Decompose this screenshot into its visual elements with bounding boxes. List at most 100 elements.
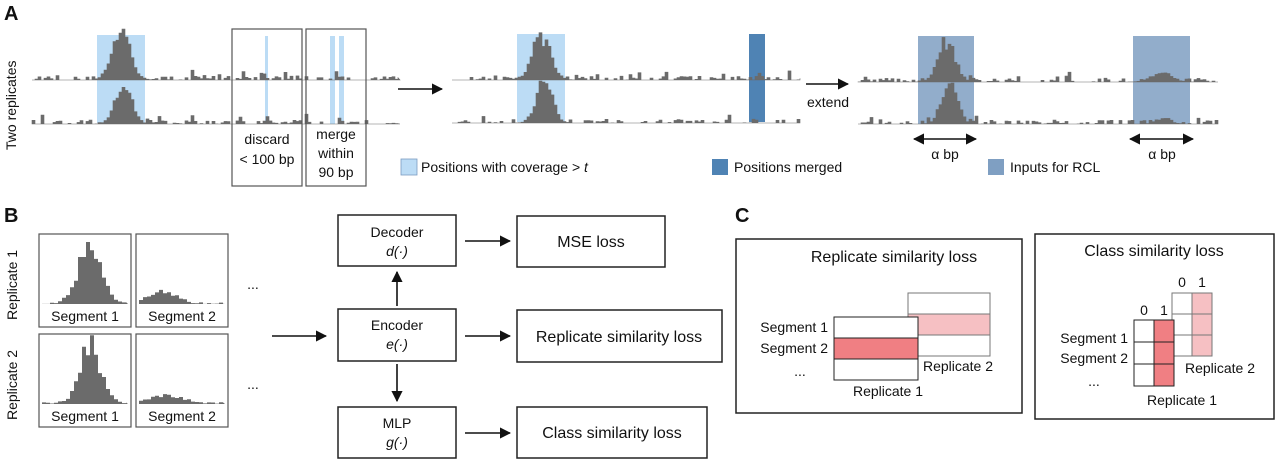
class-loss-label: Class similarity loss bbox=[542, 425, 682, 442]
class-box-row-1: Segment 1 bbox=[1060, 330, 1128, 346]
mse-loss-label: MSE loss bbox=[557, 234, 625, 251]
class-rep2-cell-1-1 bbox=[1191, 313, 1213, 336]
signal-track-1 bbox=[32, 28, 401, 81]
segment-histogram-2 bbox=[139, 289, 225, 304]
rep2-cell-2 bbox=[907, 313, 991, 336]
class-rep1-cell-0-1 bbox=[1153, 319, 1175, 343]
rep2-cell-1 bbox=[907, 292, 991, 315]
merge-label-2: within bbox=[317, 145, 354, 161]
rep1-segment1-label: Segment 1 bbox=[51, 308, 119, 324]
rep2-segment2-box bbox=[135, 333, 229, 428]
merge-label-1: merge bbox=[316, 126, 356, 142]
rep1-cell-3 bbox=[833, 358, 919, 381]
rep1-ellipsis: ... bbox=[247, 276, 259, 292]
class-rep1-cell-1-0 bbox=[1133, 341, 1155, 365]
discard-box bbox=[231, 28, 303, 187]
rep2-segment2-label: Segment 2 bbox=[148, 408, 216, 424]
replicate-1-label: Replicate 1 bbox=[4, 250, 20, 320]
class-rep2-col-1: 1 bbox=[1198, 274, 1206, 290]
legend-label-rcl: Inputs for RCL bbox=[1010, 159, 1100, 175]
extend-label: extend bbox=[807, 94, 849, 110]
legend-swatch-rcl bbox=[988, 159, 1004, 175]
rep-box-row-2: Segment 2 bbox=[760, 340, 828, 356]
discard-label-2: < 100 bp bbox=[240, 151, 295, 167]
class-box-replicate-1: Replicate 1 bbox=[1147, 392, 1217, 408]
panel-c: C Replicate similarity loss Replicate 2 … bbox=[735, 205, 1275, 420]
rep1-cell-1 bbox=[833, 316, 919, 339]
mlp-box bbox=[337, 406, 457, 459]
alpha-label-1: α bp bbox=[931, 146, 959, 162]
signal-track-6 bbox=[858, 82, 1219, 125]
class-rep2-cell-0-1 bbox=[1191, 292, 1213, 315]
replicate-similarity-box bbox=[735, 238, 1023, 414]
segment-histogram-3 bbox=[42, 335, 128, 404]
rep2-ellipsis: ... bbox=[247, 376, 259, 392]
rep-box-row-3: ... bbox=[794, 363, 806, 379]
signal-track-3 bbox=[452, 32, 801, 81]
class-similarity-box bbox=[1034, 233, 1275, 420]
panel-c-letter: C bbox=[735, 205, 749, 227]
class-rep2-cell-1-0 bbox=[1171, 313, 1193, 336]
signal-track-2 bbox=[31, 87, 401, 125]
class-loss-box bbox=[516, 406, 708, 459]
class-rep1-col-0: 0 bbox=[1140, 302, 1148, 318]
legend: Positions with coverage > t Positions me… bbox=[400, 158, 1100, 176]
segment-histograms bbox=[42, 242, 225, 404]
replicate-2-label: Replicate 2 bbox=[4, 350, 20, 420]
mse-loss-box bbox=[516, 215, 666, 268]
decoder-box bbox=[337, 214, 457, 267]
replicate-loss-label: Replicate similarity loss bbox=[536, 329, 702, 346]
legend-swatch-coverage bbox=[400, 158, 418, 176]
replicate-loss-box bbox=[516, 309, 723, 363]
class-rep2-cell-2-1 bbox=[1191, 334, 1213, 357]
class-rep2-cell-2-0 bbox=[1171, 334, 1193, 357]
signal-tracks bbox=[31, 28, 1219, 125]
rep1-segment1-box bbox=[38, 233, 132, 328]
decoder-fn: d(·) bbox=[386, 243, 408, 259]
rep-box-replicate-1: Replicate 1 bbox=[853, 383, 923, 399]
alpha-label-2: α bp bbox=[1148, 146, 1176, 162]
legend-swatch-merged bbox=[712, 159, 728, 175]
mlp-name: MLP bbox=[383, 415, 412, 431]
mlp-fn: g(·) bbox=[386, 434, 408, 450]
rep2-segment1-label: Segment 1 bbox=[51, 408, 119, 424]
rep1-segment2-box bbox=[135, 233, 229, 328]
segment-histogram-4 bbox=[139, 394, 225, 404]
two-replicates-label: Two replicates bbox=[3, 61, 19, 150]
rep2-segment1-box bbox=[38, 333, 132, 428]
rep1-segment2-label: Segment 2 bbox=[148, 308, 216, 324]
rep-box-row-1: Segment 1 bbox=[760, 319, 828, 335]
merge-label-3: 90 bp bbox=[318, 164, 353, 180]
encoder-box bbox=[337, 308, 457, 362]
legend-label-merged: Positions merged bbox=[734, 159, 842, 175]
merge-box bbox=[305, 28, 367, 187]
class-rep2-col-0: 0 bbox=[1178, 274, 1186, 290]
segment-histogram-1 bbox=[42, 242, 128, 304]
class-rep1-cell-2-0 bbox=[1133, 363, 1155, 387]
class-rep1-col-1: 1 bbox=[1160, 302, 1168, 318]
encoder-name: Encoder bbox=[371, 317, 423, 333]
panel-b: B Replicate 1 Replicate 2 Segment 1 Segm… bbox=[4, 205, 723, 459]
encoder-fn: e(·) bbox=[386, 336, 408, 352]
panel-a-letter: A bbox=[4, 3, 18, 25]
decoder-name: Decoder bbox=[371, 224, 424, 240]
class-similarity-title: Class similarity loss bbox=[1084, 243, 1224, 260]
panel-a: A Two replicates discard < 100 bp merge … bbox=[3, 3, 1219, 187]
class-box-row-3: ... bbox=[1088, 373, 1100, 389]
class-rep1-cell-1-1 bbox=[1153, 341, 1175, 365]
class-box-row-2: Segment 2 bbox=[1060, 350, 1128, 366]
legend-label-coverage: Positions with coverage > t bbox=[421, 159, 589, 175]
discard-label-1: discard bbox=[244, 131, 289, 147]
panel-b-letter: B bbox=[4, 205, 18, 227]
signal-track-5 bbox=[857, 37, 1218, 83]
class-rep1-cell-0-0 bbox=[1133, 319, 1155, 343]
class-rep2-cell-0-0 bbox=[1171, 292, 1193, 315]
rep-box-replicate-2: Replicate 2 bbox=[923, 358, 993, 374]
class-box-replicate-2: Replicate 2 bbox=[1185, 360, 1255, 376]
replicate-similarity-title: Replicate similarity loss bbox=[811, 249, 977, 266]
signal-track-4 bbox=[452, 80, 801, 124]
rep1-cell-2 bbox=[833, 337, 919, 360]
rep2-cell-3 bbox=[907, 334, 991, 357]
class-rep1-cell-2-1 bbox=[1153, 363, 1175, 387]
